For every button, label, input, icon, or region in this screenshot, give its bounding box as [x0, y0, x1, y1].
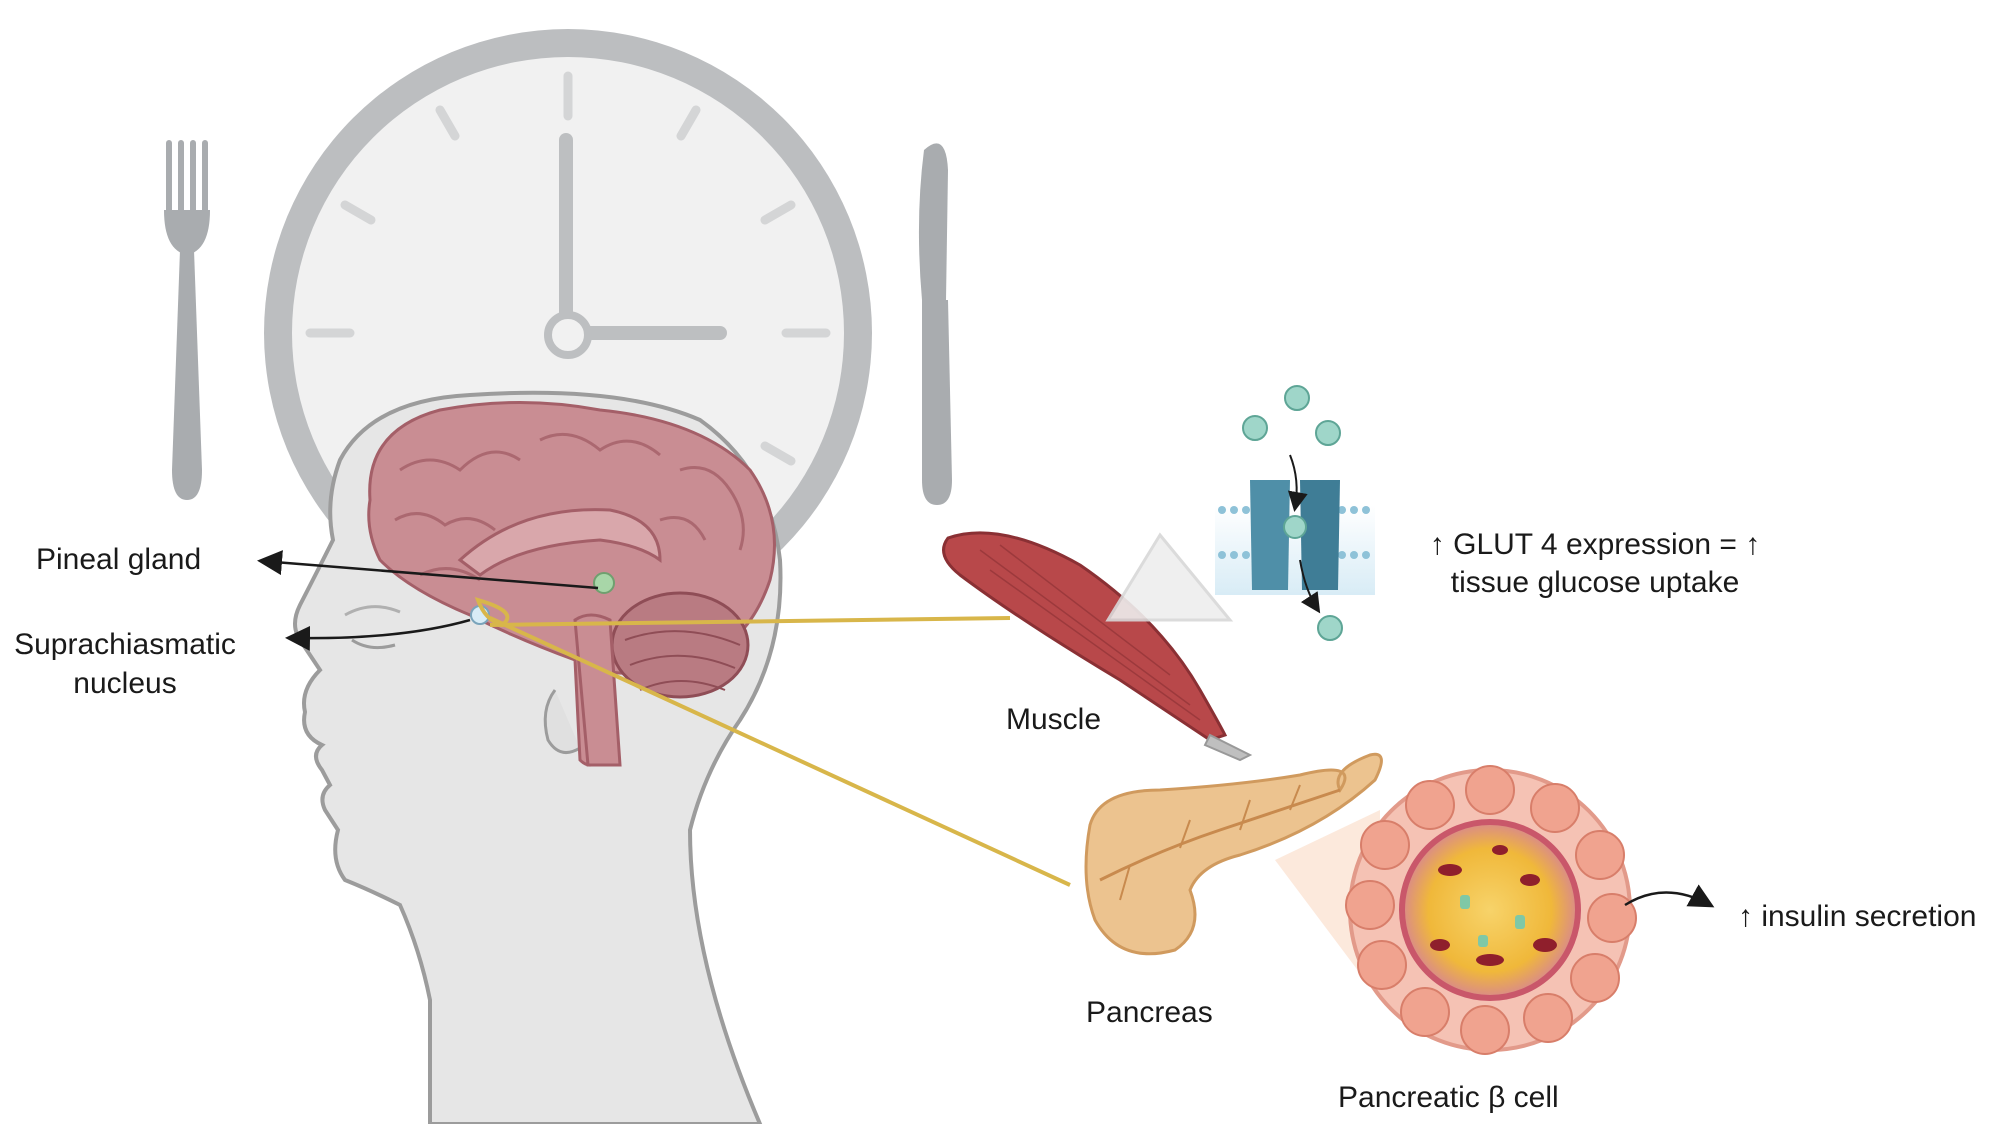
brain-icon: [367, 401, 776, 767]
pineal-gland-marker: [593, 572, 615, 594]
pancreas-icon: [1084, 752, 1383, 956]
glucose-icon: [1317, 615, 1343, 641]
glut4-transporter-icon: [1215, 454, 1375, 614]
scn-label-line1: Suprachiasmatic: [14, 628, 236, 661]
knife-icon: [918, 143, 952, 505]
glucose-icon: [1284, 385, 1310, 411]
glucose-molecules: [1242, 385, 1343, 641]
nerve-pathways: [474, 597, 1071, 887]
muscle-label: Muscle: [1006, 703, 1102, 736]
muscle-icon: [942, 531, 1253, 762]
pancreas-label: Pancreas: [1086, 996, 1213, 1029]
scn-label-line2: nucleus: [73, 667, 177, 700]
glucose-icon: [1242, 415, 1268, 441]
fork-icon: [164, 140, 210, 500]
glut4-label-line1: ↑ GLUT 4 expression = ↑: [1429, 528, 1761, 561]
muscle-zoom-triangle: [1105, 532, 1234, 622]
glucose-icon: [1283, 515, 1307, 539]
pineal-gland-label: Pineal gland: [36, 543, 202, 576]
insulin-label: ↑ insulin secretion: [1738, 900, 1977, 933]
insulin-arrow: [1624, 884, 1715, 908]
label-arrows: [257, 550, 599, 651]
pancreas-zoom-cone: [1275, 810, 1380, 1000]
glut4-label-line2: tissue glucose uptake: [1450, 566, 1740, 599]
pancreatic-islet-icon: [1345, 765, 1637, 1055]
glucose-icon: [1315, 420, 1341, 446]
beta-cell-label: Pancreatic β cell: [1338, 1081, 1559, 1114]
